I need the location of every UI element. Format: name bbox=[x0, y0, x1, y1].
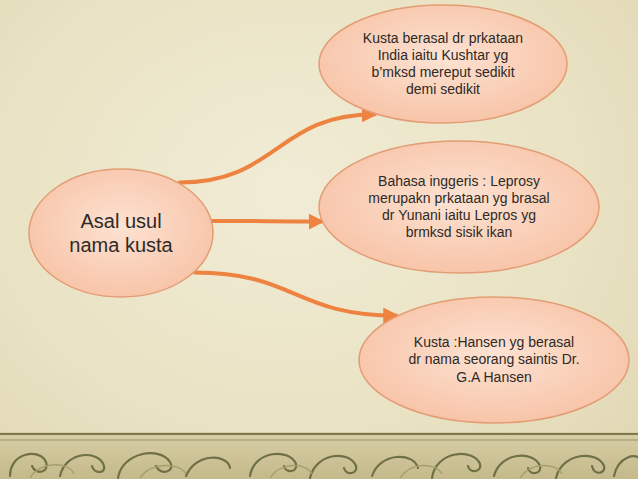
text-column: Bahasa inggeris : Leprosy merupakn prkat… bbox=[366, 173, 552, 241]
ellipse-shape bbox=[29, 169, 213, 297]
info-text: Kusta :Hansen yg berasal dr nama seorang… bbox=[407, 334, 581, 385]
info-ellipse: Bahasa inggeris : Leprosy merupakn prkat… bbox=[318, 140, 600, 274]
curved-arrow bbox=[195, 273, 396, 316]
info-ellipse: Kusta :Hansen yg berasal dr nama seorang… bbox=[358, 296, 630, 424]
border-band bbox=[0, 432, 638, 479]
topic-ellipse: Asal usul nama kusta bbox=[28, 168, 214, 298]
ellipse-shape bbox=[319, 5, 567, 123]
swirl-ornament bbox=[30, 465, 562, 478]
text-holder: Kusta :Hansen yg berasal dr nama seorang… bbox=[358, 296, 630, 424]
ellipse-shape bbox=[359, 297, 629, 423]
text-column: Kusta berasal dr prkataan India iaitu Ku… bbox=[358, 30, 528, 98]
swirl-ornament bbox=[10, 453, 638, 478]
curved-arrow bbox=[212, 219, 321, 224]
text-holder: Asal usul nama kusta bbox=[28, 168, 214, 298]
info-text: Kusta berasal dr prkataan India iaitu Ku… bbox=[358, 30, 528, 98]
text-column: Kusta :Hansen yg berasal dr nama seorang… bbox=[407, 334, 581, 385]
ellipse-shape bbox=[319, 141, 599, 273]
info-text: Bahasa inggeris : Leprosy merupakn prkat… bbox=[366, 173, 552, 241]
text-column: Asal usul nama kusta bbox=[54, 209, 188, 258]
text-holder: Bahasa inggeris : Leprosy merupakn prkat… bbox=[318, 140, 600, 274]
topic-title: Asal usul nama kusta bbox=[54, 209, 188, 258]
info-ellipse: Kusta berasal dr prkataan India iaitu Ku… bbox=[318, 4, 568, 124]
border-line bbox=[0, 440, 638, 441]
ellipse-outline bbox=[28, 168, 214, 298]
border-line bbox=[0, 433, 638, 435]
text-holder: Kusta berasal dr prkataan India iaitu Ku… bbox=[318, 4, 568, 124]
